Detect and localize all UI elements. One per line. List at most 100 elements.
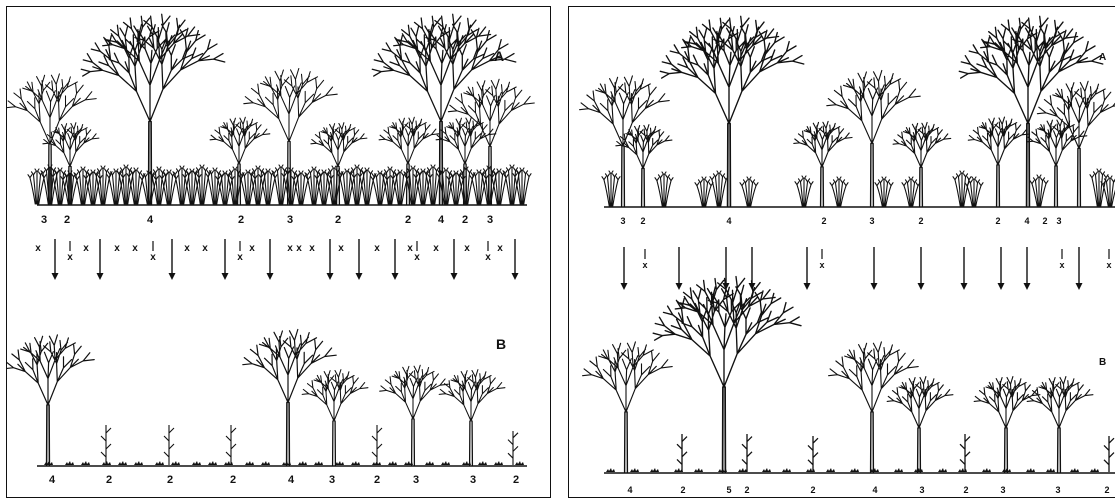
ground-tuft — [134, 461, 143, 465]
tree-class-number: 2 — [995, 216, 1000, 226]
cut-marker: x — [309, 243, 315, 254]
keep-arrow — [621, 247, 628, 290]
ground-tuft — [351, 461, 360, 465]
cut-marker: x — [414, 252, 420, 263]
keep-arrow — [451, 239, 458, 280]
ground-tuft — [870, 468, 879, 472]
forest-thinning-diagram-right: 3242322423 xxxx 42522432332 A B — [569, 7, 1115, 498]
tree-class-number: 2 — [680, 485, 685, 495]
tree-class-number: 2 — [238, 214, 244, 226]
row-a-label: A — [1099, 52, 1106, 63]
tree-class-number: 4 — [147, 214, 154, 226]
tree-class-number: 2 — [810, 485, 815, 495]
cut-marker: x — [485, 252, 491, 263]
understory-shrub — [249, 166, 267, 204]
cut-marker: x — [237, 252, 243, 263]
tree-class-number: 3 — [287, 214, 293, 226]
understory-shrub — [117, 165, 135, 204]
young-tree — [677, 434, 687, 472]
row-a-label: A — [494, 48, 504, 64]
tree-class-number: 4 — [627, 485, 632, 495]
cut-marker: x — [1106, 260, 1111, 270]
ground-tuft — [982, 468, 991, 472]
tree-class-numbers-a: 3242322423 — [41, 214, 493, 226]
cut-marker: x — [67, 252, 73, 263]
ground-tuft — [606, 468, 615, 472]
tree-class-number: 4 — [438, 214, 445, 226]
tree-class-4 — [959, 16, 1103, 206]
stand-before-thinning — [580, 16, 1115, 206]
understory-shrub — [94, 166, 112, 204]
cut-marker: x — [150, 252, 156, 263]
keep-arrow — [871, 247, 878, 290]
keep-arrow — [169, 239, 176, 280]
keep-arrow — [267, 239, 274, 280]
cut-tree-marker: x — [1106, 249, 1111, 270]
ground-tuft — [1026, 468, 1035, 472]
cut-marker: x — [642, 260, 647, 270]
understory-shrub — [875, 177, 893, 206]
tree-class-number: 3 — [620, 216, 625, 226]
stand-before-thinning — [7, 14, 534, 204]
cut-tree-marker: x — [485, 241, 491, 263]
keep-arrow — [918, 247, 925, 290]
understory-shrub — [381, 167, 399, 204]
understory-shrub — [655, 172, 673, 206]
understory-shrub — [305, 167, 323, 204]
tree-class-number: 2 — [821, 216, 826, 226]
understory-shrub — [325, 166, 343, 204]
tree-class-number: 3 — [1000, 485, 1005, 495]
tree-class-number: 2 — [1104, 485, 1109, 495]
ground-tuft — [1090, 468, 1099, 472]
tree-class-5 — [653, 277, 801, 472]
ground-tuft — [388, 461, 397, 465]
keep-arrow — [961, 247, 968, 290]
understory-shrub — [503, 165, 521, 204]
keep-arrow — [676, 247, 683, 290]
understory-shrub — [695, 177, 713, 206]
tree-class-number: 2 — [640, 216, 645, 226]
tree-class-3 — [1027, 377, 1093, 472]
tree-class-number: 2 — [405, 214, 411, 226]
row-b-label: B — [1099, 357, 1106, 368]
understory-shrub — [226, 167, 244, 204]
tree-class-number: 2 — [374, 474, 380, 486]
ground-tuft — [224, 461, 233, 465]
young-tree — [742, 434, 752, 472]
keep-arrow — [804, 247, 811, 290]
tree-class-number: 2 — [744, 485, 749, 495]
understory-shrub — [965, 177, 983, 206]
keep-arrow — [998, 247, 1005, 290]
cut-tree-marker: x — [414, 241, 420, 263]
understory-shrub — [602, 171, 620, 206]
keep-arrow — [222, 239, 229, 280]
tree-class-number: 3 — [869, 216, 874, 226]
tree-class-number: 3 — [1055, 485, 1060, 495]
tree-class-number: 2 — [513, 474, 519, 486]
tree-class-4 — [583, 342, 673, 472]
cut-marker: x — [287, 243, 293, 254]
understory-shrub — [150, 167, 168, 204]
tree-class-number: 4 — [1024, 216, 1029, 226]
understory-shrub — [795, 176, 813, 206]
understory-shrub — [1090, 169, 1108, 206]
ground-tuft — [261, 461, 270, 465]
tree-class-number: 2 — [462, 214, 468, 226]
cut-tree-marker: x — [1059, 249, 1064, 270]
understory-shrub — [41, 165, 59, 204]
tree-class-3 — [887, 377, 953, 472]
understory-shrub — [1030, 175, 1048, 206]
diagram-panel-left: 3242322423 xxxxxxxxxxxxxxxxxxxxx 4222432… — [6, 6, 551, 498]
cut-marker: x — [374, 243, 380, 254]
ground-tuft — [171, 461, 180, 465]
ground-tuft — [1046, 468, 1055, 472]
ground-tuft — [738, 468, 747, 472]
ground-tuft — [65, 461, 74, 465]
ground-tuft — [1002, 468, 1011, 472]
young-tree — [960, 434, 970, 472]
cut-marker: x — [296, 243, 302, 254]
tree-class-number: 4 — [726, 216, 731, 226]
cut-marker: x — [249, 243, 255, 254]
cut-tree-marker: x — [642, 249, 647, 270]
